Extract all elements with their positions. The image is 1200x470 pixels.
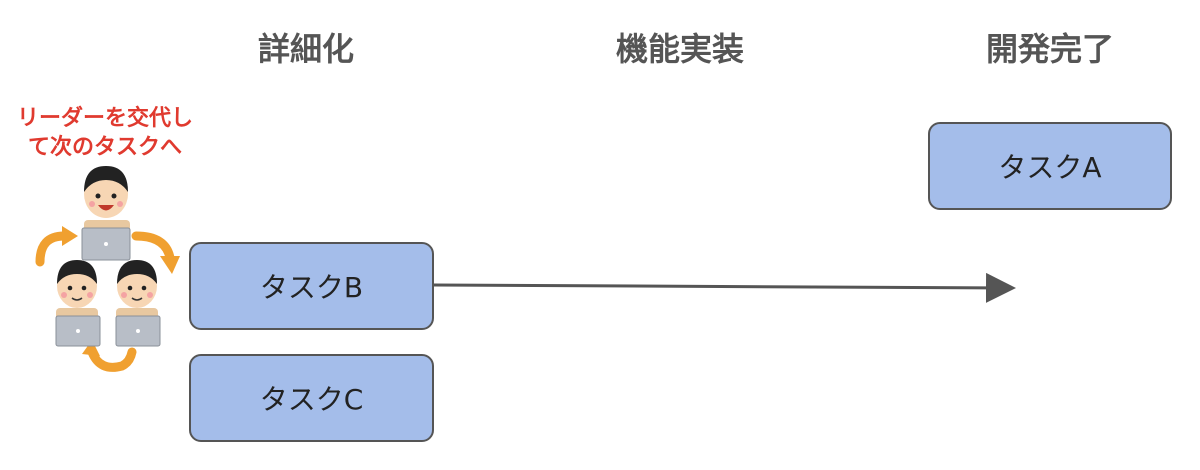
rotation-arrow-left — [35, 226, 78, 267]
progress-arrow — [433, 272, 1016, 303]
task-card-a[interactable]: タスクA — [928, 122, 1172, 210]
person-icon-member-2 — [115, 260, 161, 347]
task-card-b[interactable]: タスクB — [189, 242, 434, 330]
column-title-implementation: 機能実装 — [615, 30, 745, 68]
leader-rotation-note: リーダーを交代し て次のタスクへ — [2, 104, 208, 162]
person-icon-leader — [81, 166, 131, 261]
task-card-c[interactable]: タスクC — [189, 354, 434, 442]
rotation-arrow-right — [131, 231, 180, 274]
note-line-1: リーダーを交代し — [16, 106, 193, 131]
column-title-done: 開発完了 — [985, 30, 1115, 68]
person-icon-member-1 — [55, 260, 101, 347]
note-line-2: て次のタスクへ — [27, 135, 182, 160]
column-title-detailing: 詳細化 — [257, 30, 355, 68]
rotation-arrow-bottom — [82, 340, 137, 372]
